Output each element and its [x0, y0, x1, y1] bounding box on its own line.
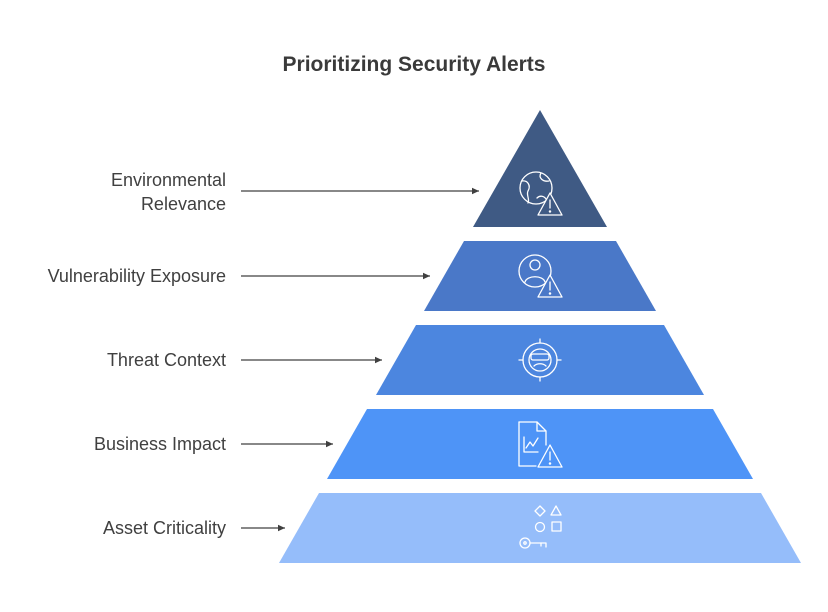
diagram-title: Prioritizing Security Alerts — [282, 53, 546, 76]
chart-document-warning-icon — [518, 421, 563, 468]
pyramid-tier-asset-criticality — [279, 493, 801, 563]
level-label-line: Relevance — [140, 194, 226, 214]
pyramid-tier-vulnerability-exposure — [424, 241, 656, 311]
hacker-target-icon — [518, 338, 562, 382]
level-label-environmental-relevance: Environmental Relevance — [111, 168, 226, 216]
pyramid-tier-business-impact — [327, 409, 753, 479]
user-warning-icon — [518, 254, 563, 298]
globe-warning-icon — [519, 171, 563, 216]
level-label-threat-context: Threat Context — [106, 350, 226, 370]
shapes-key-icon — [519, 505, 562, 549]
pyramid-tier-environmental-relevance — [473, 110, 607, 227]
level-label-business-impact: Business Impact — [93, 434, 226, 454]
level-label-vulnerability-exposure: Vulnerability Exposure — [47, 266, 226, 286]
level-label-line: Environmental — [110, 170, 226, 190]
level-label-asset-criticality: Asset Criticality — [102, 518, 226, 538]
